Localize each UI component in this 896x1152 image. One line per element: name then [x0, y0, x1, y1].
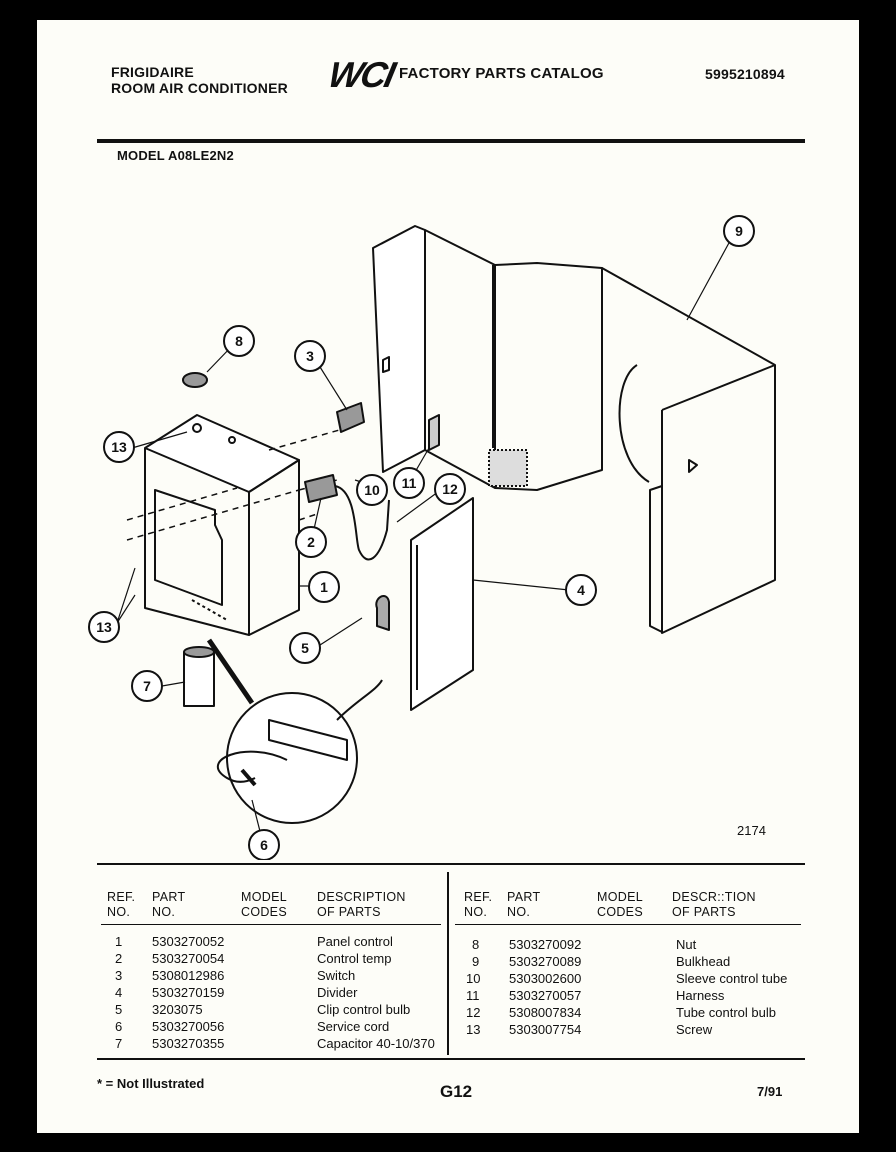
callout-9: 9: [723, 215, 755, 247]
callout-3: 3: [294, 340, 326, 372]
brand-block: FRIGIDAIRE ROOM AIR CONDITIONER: [111, 64, 288, 96]
callout-2: 2: [295, 526, 327, 558]
svg-text:9: 9: [735, 223, 743, 239]
panel-control-part: [144, 414, 300, 636]
bulkhead-part: [372, 225, 776, 634]
callout-8: 8: [223, 325, 255, 357]
svg-text:3: 3: [306, 348, 314, 364]
svg-text:13: 13: [96, 619, 112, 635]
not-illustrated-note: * = Not Illustrated: [97, 1076, 205, 1091]
left-header-rule: [101, 924, 441, 925]
catalog-title: FACTORY PARTS CATALOG: [399, 65, 604, 82]
callout-6: 6: [248, 829, 280, 860]
right-header-rule: [455, 924, 801, 925]
drawing-number: 2174: [737, 823, 766, 838]
svg-text:11: 11: [402, 475, 417, 491]
svg-text:10: 10: [364, 482, 380, 498]
control-temp-part: [304, 474, 338, 503]
brand-name: FRIGIDAIRE: [111, 64, 194, 80]
product-name: ROOM AIR CONDITIONER: [111, 80, 288, 96]
divider-part: [410, 497, 474, 711]
catalog-date: 7/91: [757, 1084, 783, 1099]
callout-13-bottom: 13: [88, 611, 120, 643]
svg-text:8: 8: [235, 333, 243, 349]
svg-text:13: 13: [111, 439, 127, 455]
callout-7: 7: [131, 670, 163, 702]
svg-text:4: 4: [577, 582, 585, 598]
callout-12: 12: [434, 473, 466, 505]
switch-part: [336, 402, 365, 433]
service-cord-detail: [206, 638, 383, 824]
callout-11: 11: [393, 467, 425, 499]
svg-text:6: 6: [260, 837, 268, 853]
header-ref-no-right: REF.NO.: [464, 890, 493, 919]
catalog-number: 5995210894: [705, 66, 785, 82]
exploded-parts-diagram: 9 8 3 13 10 11 12 2 1 4 13 5 7 6 2174: [88, 215, 776, 860]
table-column-divider: [447, 872, 449, 1055]
table-top-rule: [97, 863, 805, 865]
svg-text:1: 1: [320, 579, 328, 595]
svg-text:2: 2: [307, 534, 315, 550]
svg-text:7: 7: [143, 678, 151, 694]
header-ref-no: REF.NO.: [107, 890, 136, 919]
callout-10: 10: [356, 474, 388, 506]
catalog-sheet: FRIGIDAIRE ROOM AIR CONDITIONER WCI FACT…: [37, 20, 859, 1133]
svg-text:5: 5: [301, 640, 309, 656]
clip-control-bulb-part: [375, 595, 390, 631]
callout-13-top: 13: [103, 431, 135, 463]
svg-text:12: 12: [442, 481, 458, 497]
callout-1: 1: [308, 571, 340, 603]
nut-part: [182, 372, 208, 388]
header-rule: [97, 139, 805, 143]
capacitor-part: [183, 646, 215, 707]
callout-4: 4: [565, 574, 597, 606]
tube-control-bulb: [334, 485, 390, 561]
page-number: G12: [440, 1082, 473, 1101]
table-bottom-rule: [97, 1058, 805, 1060]
callout-5: 5: [289, 632, 321, 664]
model-label: MODEL A08LE2N2: [117, 148, 234, 163]
